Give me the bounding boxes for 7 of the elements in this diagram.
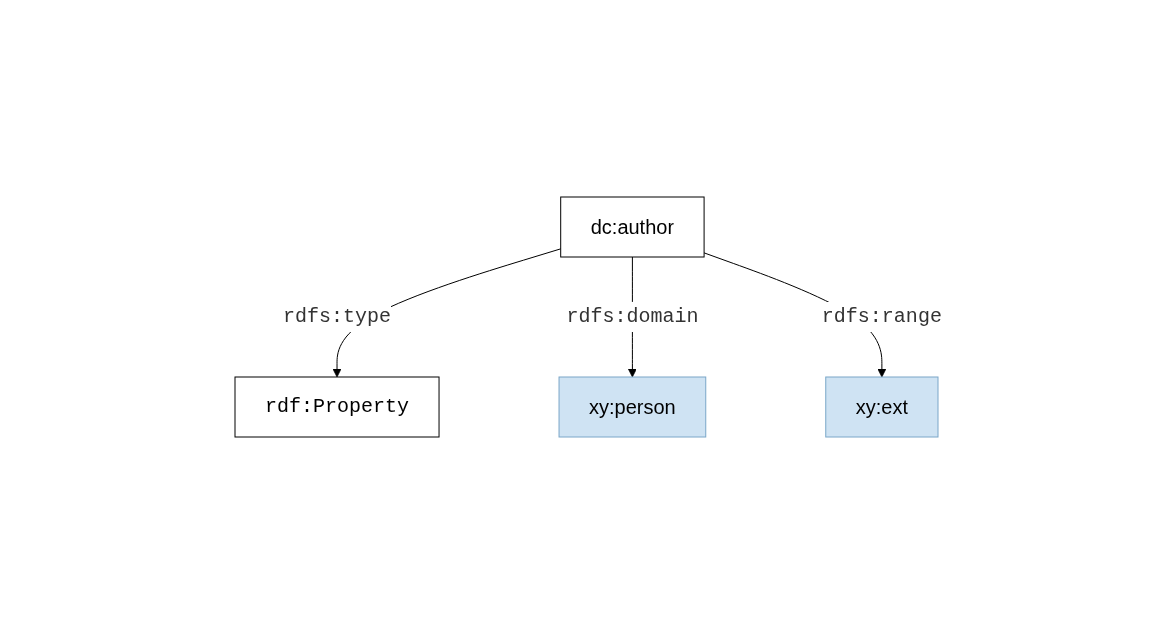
edge-label: rdfs:type: [282, 304, 391, 328]
node-box: dc:author: [559, 196, 705, 257]
node-box: xy:person: [558, 376, 706, 437]
edge-label: rdfs:range: [821, 304, 942, 328]
node-box: rdf:Property: [234, 376, 440, 437]
node-box: xy:ext: [824, 376, 939, 437]
edge-label: rdfs:domain: [565, 304, 698, 328]
